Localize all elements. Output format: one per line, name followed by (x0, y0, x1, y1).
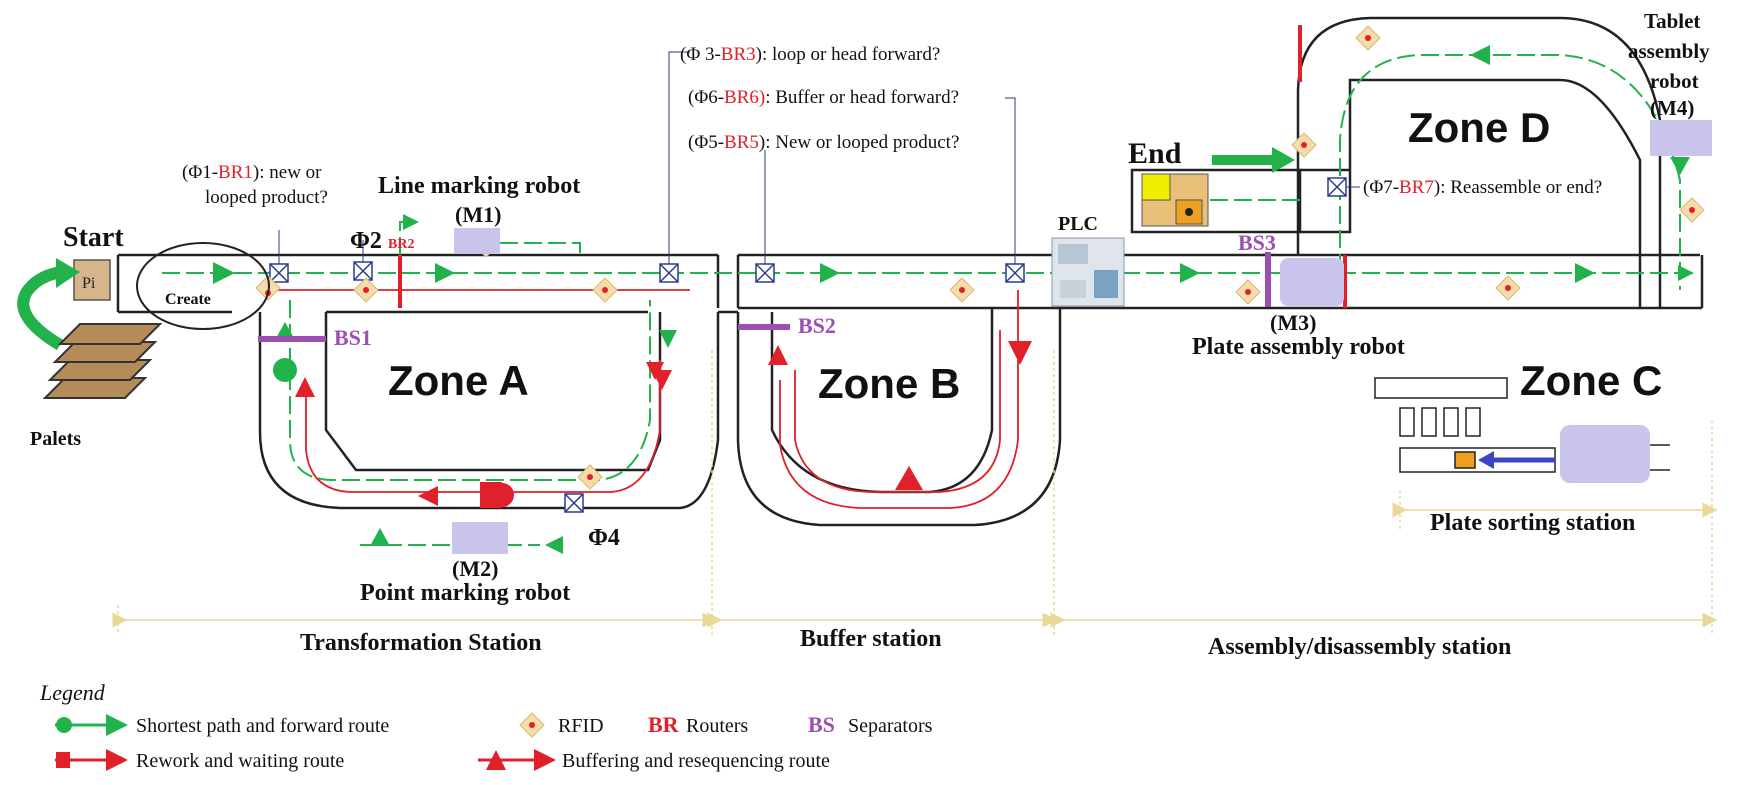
bs2-label: BS2 (798, 313, 836, 338)
separators (258, 252, 1271, 342)
legend: Legend Shortest path and forward route R… (39, 680, 933, 772)
router-br3 (659, 263, 679, 283)
machine-m3 (1280, 258, 1344, 306)
zone-d-label: Zone D (1408, 104, 1550, 151)
svg-text:Separators: Separators (848, 715, 933, 737)
m4-code: (M4) (1650, 96, 1694, 120)
m1-code: (M1) (455, 202, 501, 227)
routers (269, 177, 1347, 513)
m4-title-1: Tablet (1644, 9, 1700, 33)
m1-title: Line marking robot (378, 173, 580, 199)
bs3-label: BS3 (1238, 230, 1276, 255)
legend-buffering: Buffering and resequencing route (478, 749, 830, 772)
start-area (17, 242, 270, 399)
pallet-stack (42, 323, 163, 399)
rework-routes (270, 289, 1019, 509)
end-area (1141, 147, 1295, 227)
pallet-id-label: Pi (82, 275, 96, 292)
machine-sorting (1560, 425, 1650, 483)
red-router-bars (398, 25, 1347, 308)
end-label: End (1128, 137, 1182, 170)
m3-code: (M3) (1270, 310, 1316, 335)
machine-m2 (452, 522, 508, 554)
create-ellipse (136, 242, 270, 330)
router-br1 (269, 263, 289, 283)
m2-title: Point marking robot (360, 580, 570, 606)
create-label: Create (165, 291, 211, 308)
machines (452, 120, 1712, 554)
router-br6 (1005, 263, 1025, 283)
phi2-label: Φ2 (350, 228, 382, 254)
svg-text:RFID: RFID (558, 715, 604, 737)
router-phi2 (353, 261, 373, 281)
machine-m4 (1650, 120, 1712, 156)
zone-a-label: Zone A (388, 357, 529, 404)
m2-code: (M2) (452, 556, 498, 581)
svg-text:BS: BS (808, 712, 835, 737)
station-assembly: Assembly/disassembly station (1208, 634, 1511, 660)
phi4-label: Φ4 (588, 525, 620, 551)
decision-phi5: (Φ5-BR5): New or looped product? (688, 132, 959, 153)
bs1-label: BS1 (334, 325, 372, 350)
station-buffer: Buffer station (800, 626, 942, 652)
machine-m1 (454, 228, 500, 254)
plc-label: PLC (1058, 213, 1098, 235)
router-phi4 (564, 493, 584, 513)
router-br5 (755, 263, 775, 283)
br2-label: BR2 (388, 237, 414, 252)
legend-routers: BR Routers (648, 712, 748, 737)
decision-phi1-line2: looped product? (205, 187, 328, 208)
m4-title-2: assembly (1628, 39, 1710, 63)
decision-phi3: (Φ 3-BR3): loop or head forward? (680, 44, 940, 65)
start-label: Start (63, 222, 124, 253)
legend-shortest: Shortest path and forward route (55, 714, 389, 737)
zone-c-label: Zone C (1520, 357, 1662, 404)
decision-phi6: (Φ6-BR6): Buffer or head forward? (688, 87, 959, 108)
router-br7 (1327, 177, 1347, 197)
station-transformation: Transformation Station (300, 630, 542, 656)
rework-arrowheads (295, 341, 1032, 508)
plc-device (1051, 237, 1125, 307)
svg-text:Rework and waiting route: Rework and waiting route (136, 750, 344, 772)
sorting-station (1374, 377, 1670, 473)
legend-rfid: RFID (519, 712, 604, 738)
zone-b-label: Zone B (818, 360, 960, 407)
legend-rework: Rework and waiting route (55, 749, 344, 772)
palets-label: Palets (30, 428, 81, 450)
svg-text:BR: BR (648, 712, 680, 737)
svg-text:Routers: Routers (686, 715, 748, 737)
station-dimension-lines (112, 350, 1718, 635)
m3-title: Plate assembly robot (1192, 334, 1405, 360)
legend-separators: BS Separators (808, 712, 933, 737)
legend-title: Legend (39, 680, 106, 705)
m4-title-3: robot (1650, 69, 1699, 93)
svg-text:Buffering and resequencing rou: Buffering and resequencing route (562, 750, 830, 772)
start-curved-arrow (17, 266, 64, 351)
router-callouts (278, 51, 1360, 264)
decision-phi7: (Φ7-BR7): Reassemble or end? (1363, 177, 1602, 198)
decision-phi1-line1: (Φ1-BR1): new or (182, 162, 322, 183)
pallet-pi (73, 259, 111, 301)
station-sorting: Plate sorting station (1430, 510, 1635, 536)
svg-text:Shortest path and forward rout: Shortest path and forward route (136, 715, 389, 737)
